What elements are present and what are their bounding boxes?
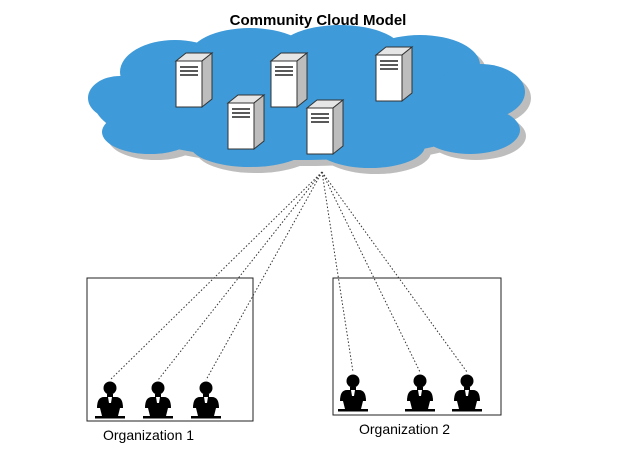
user-icon — [191, 381, 221, 419]
organization-1-box — [86, 277, 254, 422]
connection-lines — [109, 171, 468, 381]
organization-1-label: Organization 1 — [103, 427, 195, 443]
user-icon — [143, 381, 173, 419]
server-icon — [175, 52, 213, 108]
connection-line — [157, 171, 323, 381]
organization-2-label: Organization 2 — [359, 421, 451, 437]
connection-line — [205, 171, 323, 381]
user-icon — [452, 374, 482, 412]
connection-line — [321, 171, 468, 373]
connection-line — [321, 171, 421, 373]
users — [95, 374, 482, 419]
server-icon — [375, 46, 413, 102]
organization-2-box — [332, 277, 502, 416]
user-icon — [95, 381, 125, 419]
connection-line — [109, 171, 323, 381]
user-icon — [405, 374, 435, 412]
server-icon — [227, 94, 265, 150]
server-icon — [306, 99, 344, 155]
connection-line — [321, 171, 354, 373]
server-icon — [270, 52, 308, 108]
diagram-title: Community Cloud Model — [229, 12, 407, 29]
user-icon — [338, 374, 368, 412]
